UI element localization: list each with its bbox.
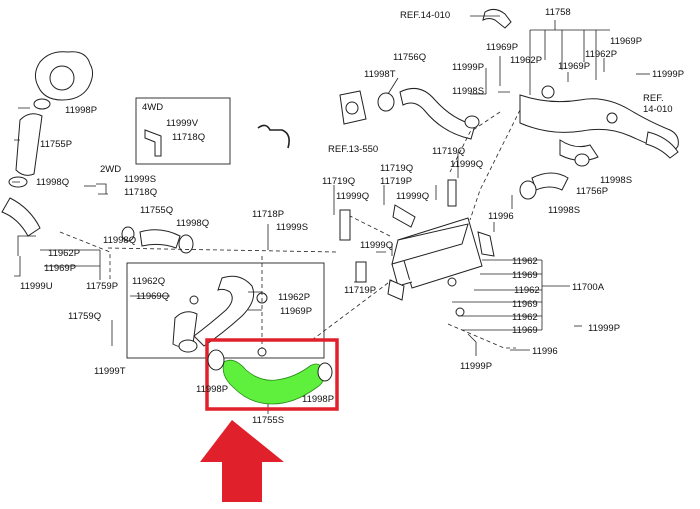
label: 11718P [252,209,284,220]
label: 11719Q [322,176,355,187]
highlight-box [205,338,339,411]
label: 11756Q [393,52,426,63]
label: 11962 [512,256,538,267]
label: 11969Q [136,291,169,302]
label: REF.14-010 [400,10,450,21]
label: 11962P [510,55,542,66]
label: 11999V [166,118,199,129]
4wd-box [135,97,231,165]
label: 11700A [572,282,605,293]
clamp-right [317,362,333,382]
hose-11755q [121,226,194,254]
label: 11969 [512,270,538,281]
label: 11998S [548,205,580,216]
turbocharger [33,51,94,110]
pipe-assembly-11758 [482,8,679,161]
label: 11999Q [336,191,369,202]
label: 11755S [252,415,284,426]
label: 11962P [585,49,617,60]
label: 11719P [344,285,376,296]
label: 11755P [40,139,72,150]
label: 11718Q [172,132,205,143]
label: 11969P [280,306,312,317]
label: 11998P [65,105,97,116]
label: 11998T [364,69,396,80]
label: REF. [643,93,664,104]
hose-11756p [519,153,590,200]
label: 11969P [558,61,590,72]
intercooler-11700a [387,217,495,317]
label: 11962Q [132,276,165,287]
label: 11999P [452,62,484,73]
label: 11969 [512,299,538,310]
label: 11999U [20,281,53,292]
brackets-11719 [339,179,457,283]
label: 11999T [94,366,126,377]
label: 11758 [545,7,571,18]
label: 11962P [278,292,310,303]
label: 11999Q [360,240,393,251]
label: 11999S [124,174,156,185]
red-arrow-indicator [200,420,284,502]
label: 11999S [276,222,308,233]
part-labels: REF.14-010 11758 11969P 11962P 11969P 11… [20,7,684,426]
label: 11719Q [380,163,413,174]
label: 14-010 [643,104,673,115]
pipe-11759q [172,275,268,353]
label: 11969P [486,42,518,53]
label: 11719P [380,176,412,187]
label: 11969P [610,36,642,47]
label: 11756P [576,186,608,197]
label: 11962P [48,248,80,259]
label: 11962 [514,285,540,296]
label: 11755Q [140,205,173,216]
label: 11718Q [124,187,157,198]
label: 11999P [588,323,620,334]
label: 11998P [302,394,334,405]
label: REF.13-550 [328,144,378,155]
label: 11998Q [176,218,209,229]
label: 11998Q [36,177,69,188]
label: 11759Q [68,311,101,322]
label: 11998S [452,86,484,97]
hose-11756q [339,87,480,140]
label: 4WD [142,102,163,113]
label: 11969 [512,325,538,336]
intercooler-pipe-box [126,262,325,359]
label: 11996 [488,211,514,222]
label: 11999P [652,69,684,80]
label: 11999Q [396,191,429,202]
label: 11996 [532,346,558,357]
label: 11998S [600,175,632,186]
label: 2WD [100,164,121,175]
label: 11759P [86,281,118,292]
label: 11998Q [103,235,136,246]
bolt-center [257,347,267,357]
label: 11719Q [432,146,465,157]
label: 11999Q [450,159,483,170]
label: 11969P [44,263,76,274]
clamp-left [207,349,225,371]
dashed-guides [59,109,521,356]
label: 11962 [512,312,538,323]
label: 11999P [460,361,492,372]
hose-11755p [1,113,43,237]
label: 11998P [196,384,228,395]
